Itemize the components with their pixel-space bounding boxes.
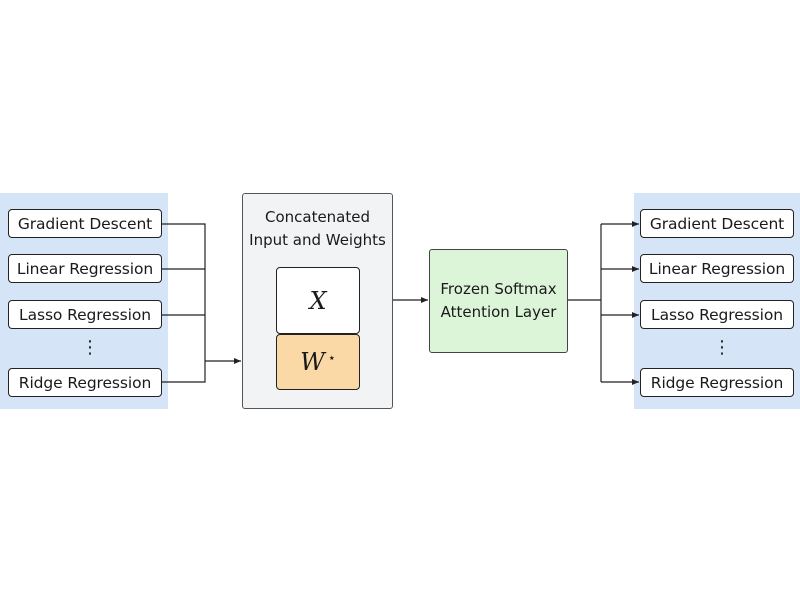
- left-item-ridge-regression: Ridge Regression: [8, 368, 162, 397]
- weights-w-star-cell: W⋆: [276, 334, 360, 390]
- left-connector-gradient: [162, 223, 206, 361]
- right-item-linear-regression: Linear Regression: [640, 254, 794, 283]
- right-item-gradient-descent: Gradient Descent: [640, 209, 794, 238]
- left-item-gradient-descent: Gradient Descent: [8, 209, 162, 238]
- concatenated-block-title: Concatenated Input and Weights: [243, 206, 392, 252]
- concat-title-line1: Concatenated: [264, 208, 371, 226]
- left-item-lasso-regression: Lasso Regression: [8, 300, 162, 329]
- star-superscript: ⋆: [327, 350, 336, 366]
- right-ellipsis: ⋮: [713, 337, 731, 358]
- attention-label-line1: Frozen Softmax: [440, 280, 557, 298]
- left-ellipsis: ⋮: [81, 337, 99, 358]
- attention-label-line2: Attention Layer: [440, 303, 557, 321]
- x-symbol: X: [309, 286, 327, 315]
- input-x-cell: X: [276, 267, 360, 334]
- left-item-linear-regression: Linear Regression: [8, 254, 162, 283]
- right-item-lasso-regression: Lasso Regression: [640, 300, 794, 329]
- w-symbol: W: [300, 348, 325, 376]
- left-connector-ridge: [162, 361, 206, 383]
- right-item-ridge-regression: Ridge Regression: [640, 368, 794, 397]
- concat-title-line2: Input and Weights: [249, 231, 386, 249]
- frozen-softmax-attention-block: Frozen Softmax Attention Layer: [429, 249, 568, 353]
